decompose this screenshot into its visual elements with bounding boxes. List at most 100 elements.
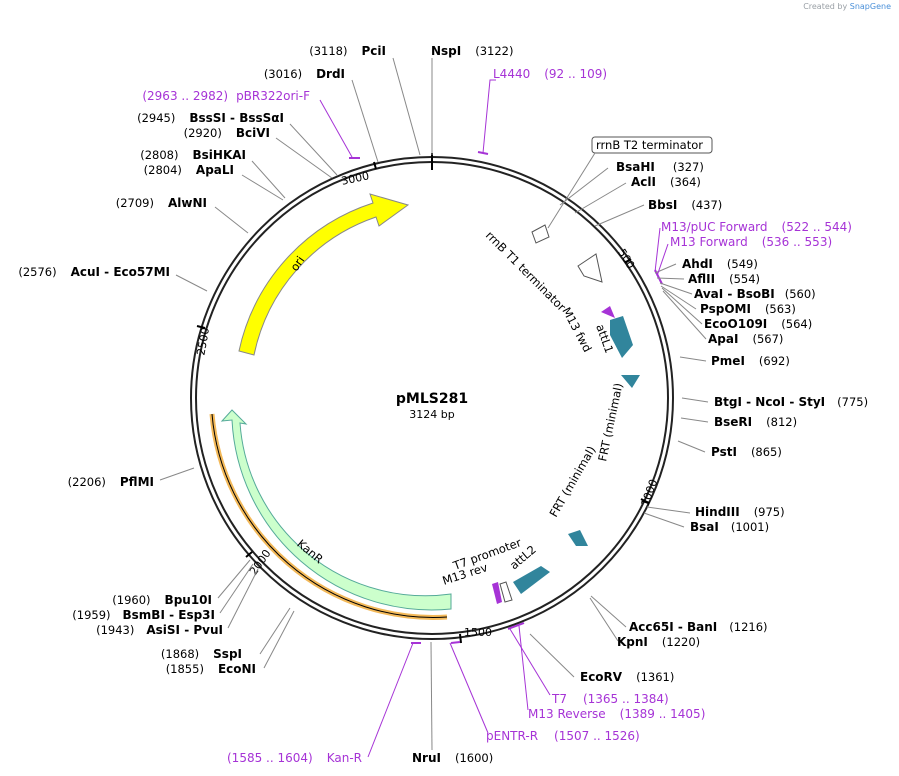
tick-marks	[196, 161, 650, 644]
site-alwni[interactable]: (2709)AlwNI	[116, 196, 207, 210]
site-bsahi[interactable]: BsaHI(327)	[616, 160, 704, 174]
primer-kan-r[interactable]: (1585 .. 1604)Kan-R	[227, 751, 362, 765]
site-ecorv[interactable]: EcoRV(1361)	[580, 670, 674, 684]
t7-promoter-arrow	[499, 581, 513, 603]
tick-3000	[373, 161, 377, 170]
site-bseri[interactable]: BseRI(812)	[714, 415, 797, 429]
rrnb-t2-arrow	[531, 224, 550, 244]
tick-1500	[459, 633, 462, 644]
site-btgi-ncoi-styi[interactable]: BtgI - NcoI - StyI(775)	[714, 395, 868, 409]
left-leaders	[159, 57, 433, 751]
kanr-promoter-highlight	[209, 413, 448, 620]
site-avai-bsobi[interactable]: AvaI - BsoBI(560)	[694, 287, 816, 301]
leader-pentr	[449, 642, 489, 734]
tick-500	[624, 258, 632, 264]
leader-asisi	[227, 568, 259, 629]
site-bcivi[interactable]: (2920)BciVI	[184, 126, 270, 140]
site-bbsi[interactable]: BbsI(437)	[648, 198, 722, 212]
primer-m13-forward[interactable]: M13 Forward(536 .. 553)	[670, 235, 832, 249]
rrnb-t2-box	[591, 136, 713, 154]
site-sspi[interactable]: (1868)SspI	[161, 647, 242, 661]
leader-acli	[574, 182, 627, 214]
leader-ecorv	[529, 633, 575, 678]
site-drdi[interactable]: (3016)DrdI	[264, 67, 345, 81]
site-pcii[interactable]: (3118)PciI	[309, 44, 386, 58]
site-bsmbi-esp3i[interactable]: (1959)BsmBI - Esp3I	[72, 608, 215, 622]
leader-hindiii	[646, 506, 691, 514]
primer-l4440[interactable]: L4440(92 .. 109)	[493, 67, 607, 81]
leader-bsai	[643, 512, 685, 528]
site-nrui[interactable]: NruI(1600)	[412, 751, 493, 765]
site-nspi[interactable]: NspI(3122)	[431, 44, 514, 58]
site-ahdi[interactable]: AhdI(549)	[682, 257, 758, 271]
primer-mark-pentr	[450, 641, 461, 644]
primer-pentr-r[interactable]: pENTR-R(1507 .. 1526)	[486, 729, 640, 743]
leader-acui	[175, 274, 208, 292]
primer-m13puc-forward[interactable]: M13/pUC Forward(522 .. 544)	[661, 220, 852, 234]
site-aflii[interactable]: AflII(554)	[688, 272, 760, 286]
site-pmei[interactable]: PmeI(692)	[711, 354, 790, 368]
primer-leaders	[319, 79, 669, 758]
leader-btgi	[681, 397, 709, 403]
leader-kanr	[367, 642, 414, 758]
rrnb-t1-label: rrnB T1 terminator	[483, 228, 569, 314]
leader-m13fwd	[656, 243, 669, 277]
primer-pbr322ori-f[interactable]: (2963 .. 2982)pBR322ori-F	[142, 89, 310, 103]
frt2-arrow	[568, 530, 588, 546]
leader-pflmi	[159, 467, 195, 481]
leader-psti	[677, 440, 706, 453]
m13-fwd-arrow	[601, 306, 615, 318]
leader-kpni	[589, 597, 619, 642]
plasmid-length: 3124 bp	[409, 408, 454, 421]
leader-bsmbi	[219, 563, 254, 614]
tick-1000	[640, 498, 650, 504]
site-bsai[interactable]: BsaI(1001)	[690, 520, 769, 534]
site-pflmi[interactable]: (2206)PflMI	[68, 475, 154, 489]
leader-apali	[241, 174, 284, 201]
leader-eco0109i	[661, 287, 703, 325]
leader-aval	[659, 282, 693, 295]
plasmid-name: pMLS281	[396, 391, 468, 407]
site-acui-eco57mi[interactable]: (2576)AcuI - Eco57MI	[18, 265, 170, 279]
kanr-promoter-line	[211, 413, 448, 618]
site-econi[interactable]: (1855)EcoNI	[166, 662, 256, 676]
leader-aflii	[656, 277, 685, 280]
site-pspomi[interactable]: PspOMI(563)	[700, 302, 796, 316]
leader-nrui	[430, 641, 433, 751]
site-bpu10i[interactable]: (1960)Bpu10I	[112, 593, 212, 607]
site-bsihkai[interactable]: (2808)BsiHKAI	[140, 148, 246, 162]
primer-t7[interactable]: T7(1365 .. 1384)	[551, 692, 669, 706]
leader-sspi	[259, 607, 291, 655]
leader-acc65i	[590, 595, 627, 628]
tick-label-2500: 2500	[194, 327, 212, 357]
frt1-label: FRT (minimal)	[595, 382, 625, 463]
tick-label-1500: 1500	[464, 626, 492, 639]
site-apai[interactable]: ApaI(567)	[708, 332, 783, 346]
site-ecoo109i[interactable]: EcoO109I(564)	[704, 317, 812, 331]
site-psti[interactable]: PstI(865)	[711, 445, 782, 459]
leader-apai	[662, 290, 707, 340]
frt2-label: FRT (minimal)	[546, 443, 598, 519]
leader-drdi	[351, 79, 379, 163]
leader-bpu10i	[217, 559, 251, 599]
site-acc65i-bani[interactable]: Acc65I - BanI(1216)	[629, 620, 768, 634]
leader-bsihkai	[251, 160, 286, 199]
leader-bseri	[680, 417, 709, 423]
site-acli[interactable]: AclI(364)	[631, 175, 701, 189]
leader-econi	[263, 610, 295, 669]
site-apali[interactable]: (2804)ApaLI	[144, 163, 234, 177]
site-kpni[interactable]: KpnI(1220)	[617, 635, 700, 649]
rrnb-t1-arrow	[577, 253, 603, 283]
leader-pmei	[679, 356, 707, 362]
site-bsssi-bsssai[interactable]: (2945)BssSI - BssSαI	[137, 111, 284, 125]
primer-m13-reverse[interactable]: M13 Reverse(1389 .. 1405)	[528, 707, 705, 721]
tick-2000	[245, 551, 253, 558]
right-site-labels: BsaHI(327) AclI(364) BbsI(437) AhdI(549)…	[580, 160, 868, 684]
rrnb-t2-label: rrnB T2 terminator	[596, 138, 703, 152]
leader-m13puc	[654, 227, 661, 273]
site-asisi-pvui[interactable]: (1943)AsiSI - PvuI	[96, 623, 223, 637]
leader-t7	[509, 628, 551, 696]
leader-alwni	[214, 206, 249, 234]
site-hindiii[interactable]: HindIII(975)	[695, 505, 785, 519]
